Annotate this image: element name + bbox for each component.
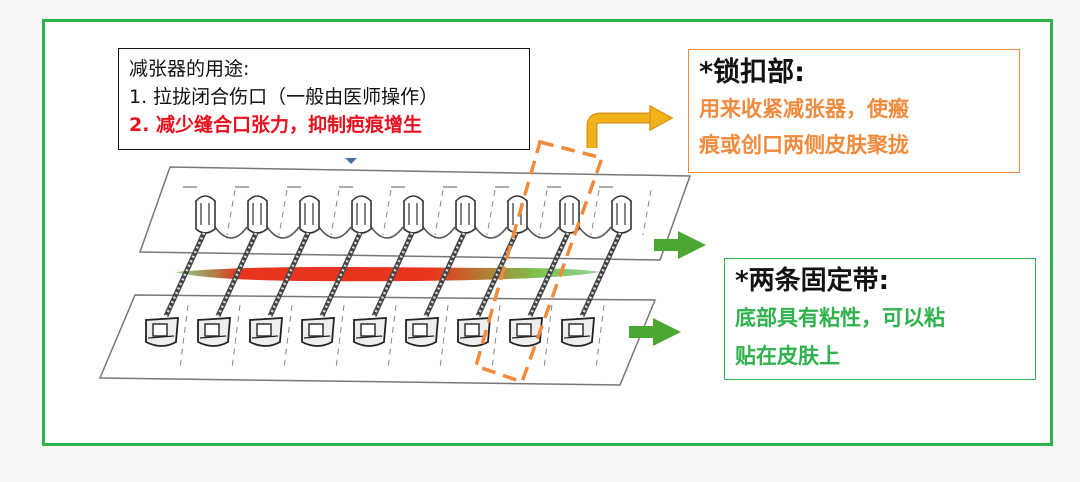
lock-region-highlight — [473, 139, 605, 385]
tension-unit — [561, 186, 652, 369]
usage-item-1: 1. 拉拢闭合伤口（一般由医师操作） — [129, 86, 439, 108]
straps-title: *两条固定带: — [735, 266, 889, 296]
straps-desc-line2: 贴在皮肤上 — [735, 344, 840, 368]
lock-part-box: *锁扣部: 用来收紧减张器，使瘢 痕或创口两侧皮肤聚拢 — [688, 49, 1020, 173]
usage-title: 减张器的用途: — [129, 58, 250, 80]
tension-unit — [509, 186, 612, 369]
tension-unit — [353, 186, 456, 369]
lock-part-title: *锁扣部: — [699, 57, 805, 88]
tension-unit — [249, 186, 352, 369]
tension-unit — [145, 186, 248, 369]
arrow-to-lock-desc — [586, 112, 652, 148]
usage-box: 减张器的用途: 1. 拉拢闭合伤口（一般由医师操作） 2. 减少缝合口张力，抑制… — [118, 48, 530, 150]
tension-units — [145, 186, 652, 369]
tension-unit — [301, 186, 404, 369]
lock-part-desc-line1: 用来收紧减张器，使瘢 — [699, 97, 909, 121]
tension-unit — [405, 186, 508, 369]
straps-box: *两条固定带: 底部具有粘性，可以粘 贴在皮肤上 — [724, 258, 1036, 380]
tension-unit — [197, 186, 300, 369]
usage-item-2: 2. 减少缝合口张力，抑制疤痕增生 — [129, 114, 423, 136]
straps-desc-line1: 底部具有粘性，可以粘 — [735, 306, 945, 330]
arrow-to-strap-desc — [654, 231, 706, 259]
arrow-head-yellow — [649, 104, 674, 132]
marker-icon — [345, 158, 357, 164]
lock-part-desc-line2: 痕或创口两侧皮肤聚拢 — [699, 133, 909, 157]
arrow-to-strap-desc-2 — [629, 318, 681, 346]
